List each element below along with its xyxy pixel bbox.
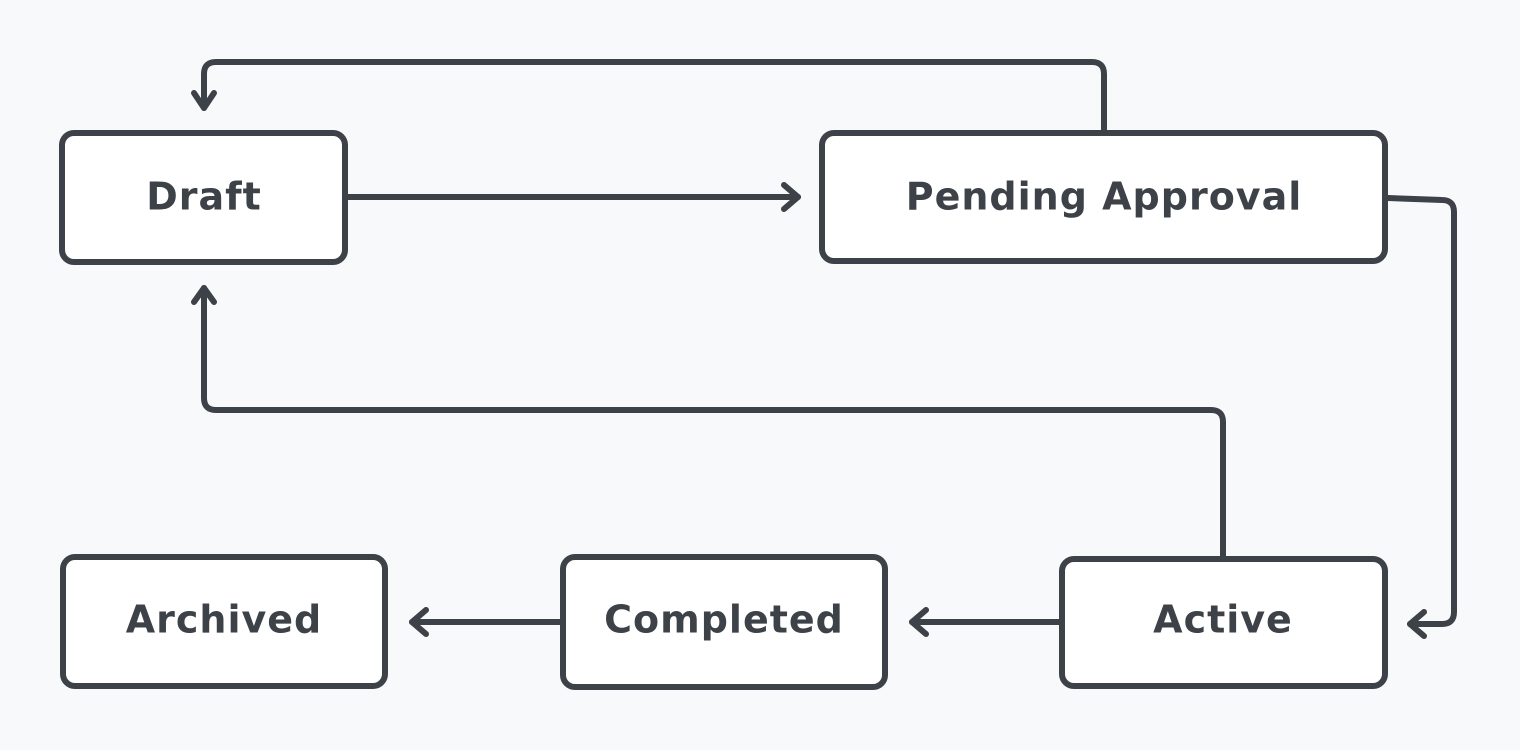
- node-pending-approval-label: Pending Approval: [906, 175, 1302, 219]
- arrowhead-up-icon: [191, 285, 217, 305]
- arrowhead-left-icon: [409, 607, 429, 637]
- arrowhead-left-icon: [1407, 609, 1427, 639]
- edge-active-to-draft: [191, 285, 1226, 561]
- edge-pending-approval-to-active: [1385, 195, 1457, 639]
- node-archived[interactable]: Archived: [60, 554, 388, 689]
- node-pending-approval[interactable]: Pending Approval: [819, 130, 1388, 264]
- arrowhead-down-icon: [191, 90, 217, 111]
- edge-draft-to-pending-approval: [345, 182, 801, 212]
- node-archived-label: Archived: [126, 598, 323, 642]
- arrowhead-left-icon: [909, 607, 929, 637]
- node-active[interactable]: Active: [1059, 556, 1388, 689]
- edges: [191, 59, 1457, 639]
- node-draft[interactable]: Draft: [59, 130, 348, 265]
- edge-active-to-completed: [909, 607, 1063, 637]
- arrowhead-right-icon: [781, 182, 801, 212]
- node-completed[interactable]: Completed: [560, 554, 888, 690]
- node-draft-label: Draft: [146, 175, 262, 219]
- node-active-label: Active: [1153, 598, 1293, 642]
- node-completed-label: Completed: [604, 598, 844, 642]
- edge-completed-to-archived: [409, 607, 565, 637]
- edge-pending-approval-to-draft: [191, 59, 1107, 133]
